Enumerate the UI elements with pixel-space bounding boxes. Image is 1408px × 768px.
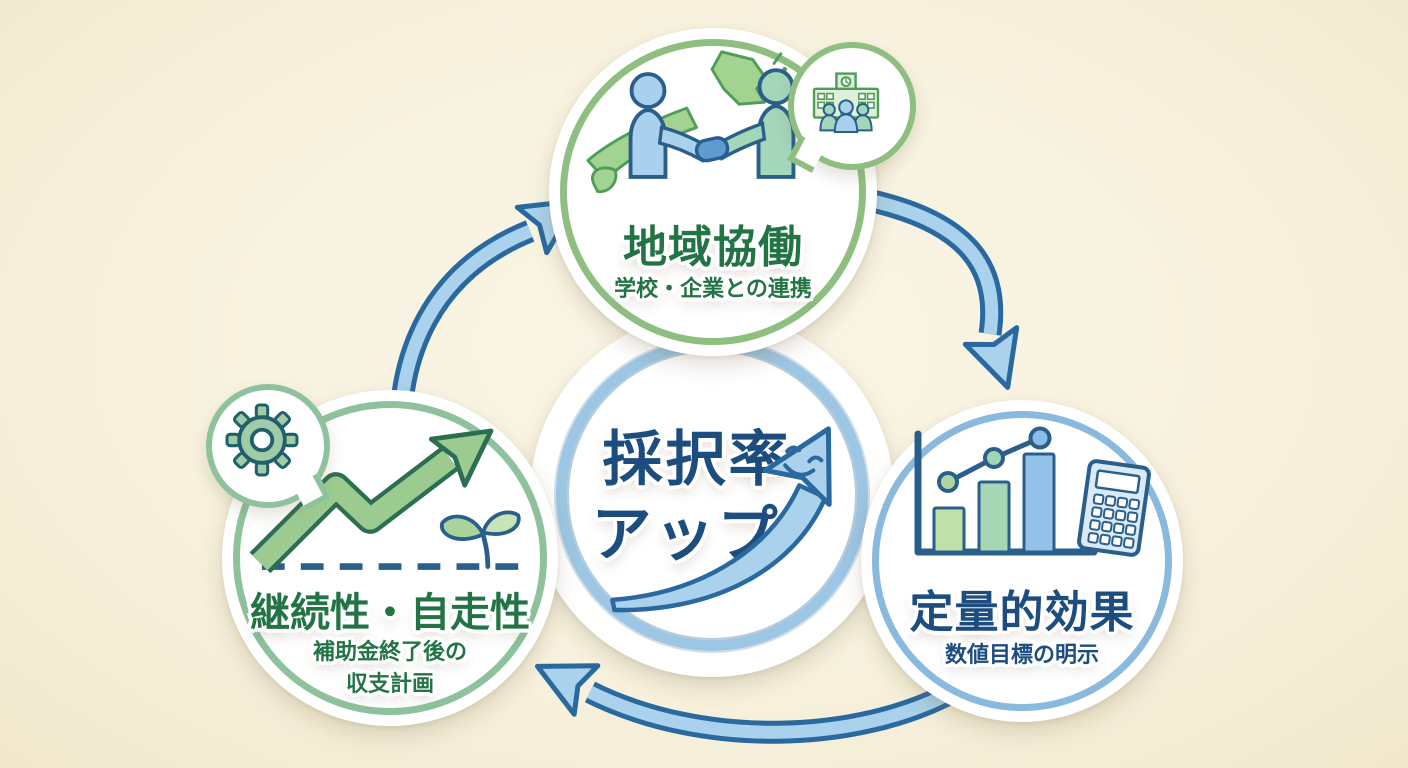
growth-zigzag-arrow-sprout-illustration	[249, 428, 521, 574]
top-subtitle: 学校・企業との連携	[614, 277, 812, 302]
gear-bubble	[206, 384, 331, 511]
growth-arrow-icon	[249, 428, 494, 574]
right-subtitle: 数値目標の明示	[944, 643, 1099, 668]
handshake-japan-illustration	[586, 50, 796, 194]
node-continuity-self-sustainability: 継続性・自走性 補助金終了後の 収支計画	[222, 390, 558, 726]
handshake-icon	[628, 68, 796, 179]
left-subtitle-line1: 補助金終了後の	[312, 640, 467, 665]
gear-icon	[225, 403, 299, 477]
school-and-people-bubble	[787, 42, 916, 173]
center-title-line1: 採択率	[602, 425, 792, 495]
top-ring	[560, 39, 866, 345]
top-title: 地域協働	[623, 222, 803, 273]
node-quantitative-effects: 定量的効果 数値目標の明示	[861, 400, 1183, 722]
sprout-icon	[439, 510, 521, 569]
bar-chart-icon	[914, 430, 1098, 556]
arrow-right-to-left-icon	[534, 663, 962, 744]
left-subtitle-line2: 収支計画	[345, 671, 434, 697]
trend-line-icon	[937, 426, 1052, 493]
left-subtitle: 補助金終了後の 収支計画	[222, 637, 558, 701]
smiley-face-icon	[783, 445, 824, 477]
left-ring	[233, 401, 547, 715]
school-people-icon	[812, 72, 880, 133]
clasped-hands-icon	[694, 136, 730, 163]
arrow-top-to-right-icon	[865, 188, 1020, 390]
bar-chart-trend-calculator-illustration	[914, 426, 1151, 557]
smiley-rising-arrow-icon	[610, 426, 832, 613]
left-title: 継続性・自走性	[250, 590, 530, 636]
right-ring	[872, 411, 1172, 711]
people-group-icon	[819, 99, 873, 133]
calculator-icon	[1077, 459, 1151, 557]
right-title: 定量的効果	[909, 587, 1135, 638]
node-adoption-rate-up: 採択率 アップ	[530, 313, 894, 677]
